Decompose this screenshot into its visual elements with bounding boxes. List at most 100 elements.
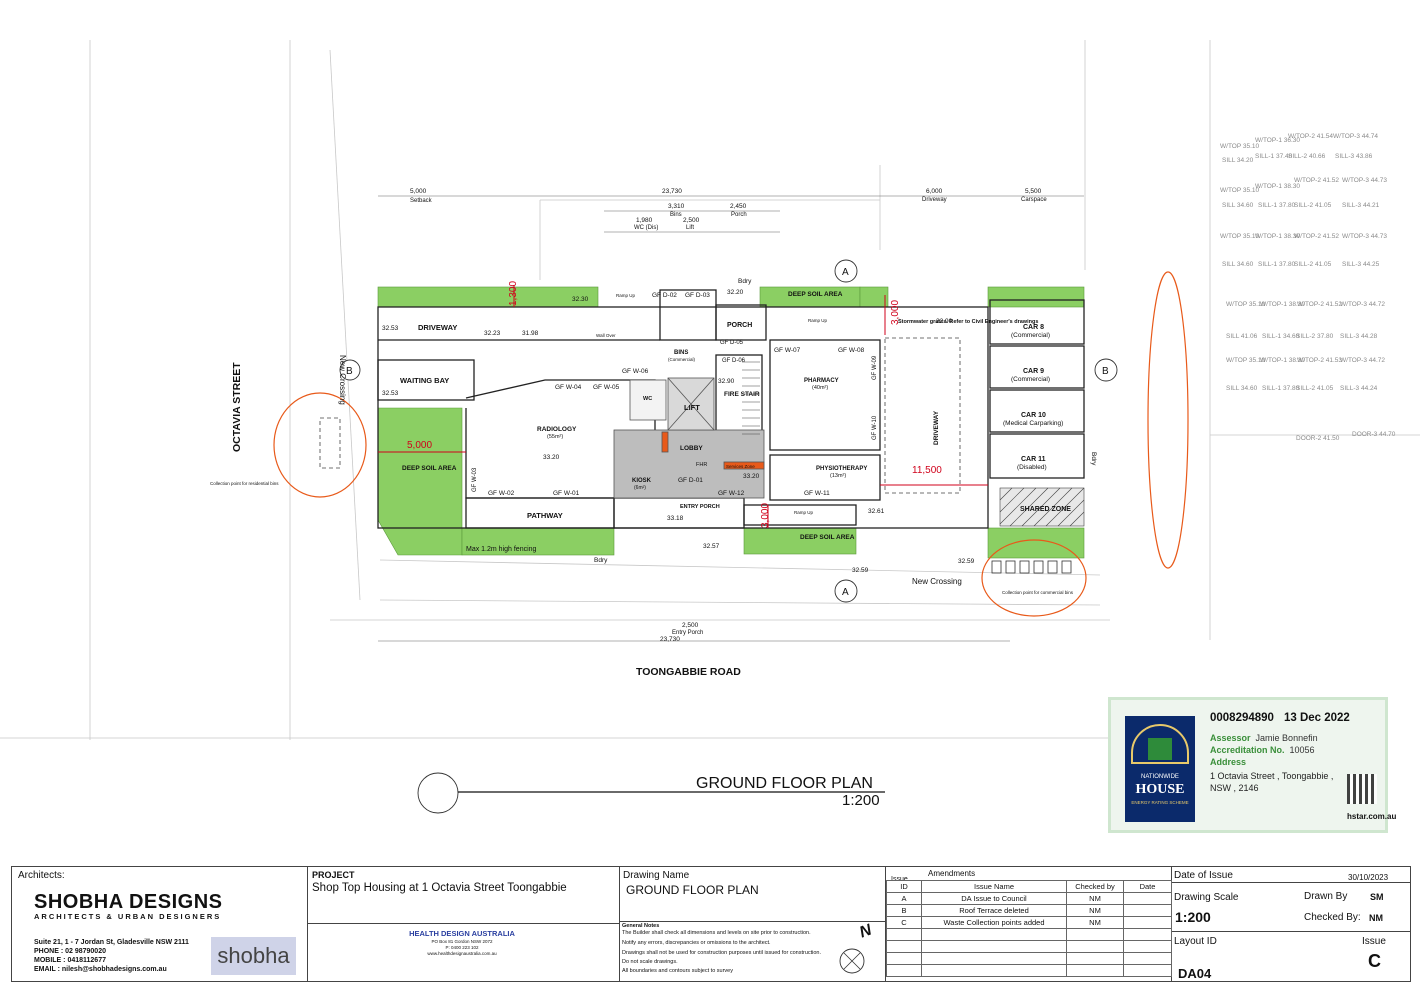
svg-text:SILL-3 44.25: SILL-3 44.25: [1342, 261, 1380, 268]
svg-text:DOOR-3 44.70: DOOR-3 44.70: [1352, 431, 1396, 438]
svg-text:SILL-1 37.80: SILL-1 37.80: [1258, 202, 1296, 209]
issue-column-label: Issue: [891, 876, 908, 883]
dim-setback: 5,000: [410, 188, 427, 195]
svg-text:SILL-2 41.05: SILL-2 41.05: [1296, 385, 1334, 392]
dim-bins: 3,310: [668, 203, 685, 210]
stamp-date: 13 Dec 2022: [1283, 712, 1350, 724]
dim-red-5000: 5,000: [407, 440, 432, 451]
svg-text:SILL-1 34.60: SILL-1 34.60: [1262, 333, 1300, 340]
dim-carspace: 5,500: [1025, 188, 1042, 195]
svg-text:SILL-3 43.86: SILL-3 43.86: [1335, 153, 1373, 160]
svg-text:SILL-2 41.05: SILL-2 41.05: [1294, 261, 1332, 268]
stamp-assessor-row: Assessor Jamie Bonnefin: [1210, 733, 1318, 743]
car-10-type: (Medical Carparking): [1003, 420, 1063, 427]
dim-entry-porch-label: Entry Porch: [672, 630, 703, 636]
amendments-label: Amendments: [928, 869, 976, 878]
firm-email: EMAIL : nilesh@shobhadesigns.com.au: [34, 966, 167, 973]
car-11: CAR 11: [1021, 456, 1046, 463]
svg-text:W/TOP-2 41.52: W/TOP-2 41.52: [1297, 301, 1342, 308]
logo-top-text: NATIONWIDE: [1141, 774, 1179, 780]
svg-text:W/TOP-3 44.72: W/TOP-3 44.72: [1340, 357, 1385, 364]
red-dimensions: [378, 285, 988, 528]
deep-soil-west: [377, 407, 463, 556]
drawing-name-cell: Drawing Name GROUND FLOOR PLAN General N…: [620, 867, 886, 981]
svg-text:W/TOP-2 41.52: W/TOP-2 41.52: [1294, 233, 1339, 240]
stamp-address-row: Address: [1210, 757, 1246, 767]
svg-text:SILL-2 40.66: SILL-2 40.66: [1288, 153, 1326, 160]
label-lift: LIFT: [684, 403, 700, 412]
window-gf-w-11: GF W-11: [804, 490, 830, 497]
firm-address: Suite 21, 1 - 7 Jordan St, Gladesville N…: [34, 939, 189, 946]
plan-title: GROUND FLOOR PLAN: [696, 775, 873, 792]
drawing-scale: 1:200: [1175, 909, 1211, 925]
dim-wc: 1,980: [636, 217, 653, 224]
label-services-zone: Services Zone: [726, 464, 755, 469]
date-of-issue-label: Date of Issue: [1174, 870, 1233, 881]
issue-info-cell: Date of Issue 30/10/2023 Drawing Scale 1…: [1172, 867, 1410, 981]
deep-soil-top-strip: [377, 286, 599, 308]
svg-text:W/TOP-3 44.73: W/TOP-3 44.73: [1342, 177, 1387, 184]
label-waiting-bay: WAITING BAY: [400, 376, 449, 385]
commercial-bins: [991, 560, 1072, 574]
note-new-crossing-east: New Crossing: [912, 577, 962, 586]
note-bdry-bottom: Bdry: [594, 557, 608, 564]
nationwide-house-logo: NATIONWIDE HOUSE ENERGY RATING SCHEME: [1125, 716, 1195, 822]
driveway-ramp: [319, 337, 961, 494]
dim-red-11500: 11,500: [912, 465, 942, 476]
drawn-by: SM: [1370, 892, 1384, 902]
amend-row: B Roof Terrace deleted NM: [886, 904, 1172, 917]
level-10: 32.90: [718, 378, 735, 385]
amendments-table: ID Issue Name Checked by Date A DA Issue…: [886, 880, 1172, 977]
svg-text:DOOR-2 41.50: DOOR-2 41.50: [1296, 435, 1340, 442]
level-8: 33.20: [543, 454, 560, 461]
svg-text:W/TOP-1 38.30: W/TOP-1 38.30: [1255, 233, 1300, 240]
accreditation-label: Accreditation No.: [1210, 745, 1285, 755]
firm-tagline: ARCHITECTS & URBAN DESIGNERS: [34, 912, 222, 921]
level-12: 32.57: [703, 543, 720, 550]
street-toongabbie: TOONGABBIE ROAD: [636, 666, 741, 678]
label-fhr: FHR: [696, 462, 707, 468]
dim-red-1300: 1,300: [508, 281, 519, 306]
checked-by-label: Checked By:: [1304, 912, 1361, 923]
svg-text:SILL 34.60: SILL 34.60: [1222, 202, 1254, 209]
label-fire-stair: FIRE STAIR: [724, 391, 760, 398]
amend-row: [886, 940, 1172, 953]
project-name: Shop Top Housing at 1 Octavia Street Too…: [312, 882, 567, 894]
label-driveway-top: DRIVEWAY: [418, 323, 457, 332]
general-note-4: Do not scale drawings.: [622, 959, 678, 965]
svg-text:SILL 34.60: SILL 34.60: [1226, 385, 1258, 392]
note-residential-bins: Collection point for residential bins: [210, 481, 279, 486]
label-bins-sub: (Commercial): [668, 357, 696, 362]
label-bins: BINS: [674, 350, 688, 356]
level-15: 32.59: [958, 558, 975, 565]
consultant-name: HEALTH DESIGN AUSTRALIA: [409, 929, 515, 938]
level-1: 32.30: [572, 296, 589, 303]
section-a-top: A: [842, 267, 849, 278]
amend-row: A DA Issue to Council NM: [886, 892, 1172, 905]
svg-text:W/TOP 35.10: W/TOP 35.10: [1226, 301, 1266, 308]
level-3: 32.53: [382, 325, 399, 332]
section-markers: [339, 259, 1118, 974]
architect-cell: Architects: SHOBHA DESIGNS ARCHITECTS & …: [12, 867, 308, 981]
general-notes-label: General Notes: [622, 923, 660, 929]
dim-bins-label: Bins: [670, 212, 682, 218]
door-gf-d-03: GF D-03: [685, 292, 710, 299]
note-ramp-up-mid: Ramp Up: [808, 318, 828, 323]
amend-row: [886, 928, 1172, 941]
window-gf-w-07: GF W-07: [774, 347, 801, 354]
survey-lines: [0, 40, 1420, 740]
svg-text:SILL-3 44.24: SILL-3 44.24: [1340, 385, 1378, 392]
section-b-left: B: [346, 366, 353, 377]
dim-porch-label: Porch: [731, 212, 747, 218]
firm-name: SHOBHA DESIGNS: [34, 891, 223, 913]
amend-header-id: ID: [886, 880, 922, 893]
svg-text:SILL 41.06: SILL 41.06: [1226, 333, 1258, 340]
svg-text:SILL 34.20: SILL 34.20: [1222, 157, 1254, 164]
level-11: 33.18: [667, 515, 684, 522]
svg-text:W/TOP-1 38.30: W/TOP-1 38.30: [1255, 183, 1300, 190]
level-13: 32.61: [868, 508, 885, 515]
stamp-accreditation-row: Accreditation No. 10056: [1210, 745, 1315, 755]
consultant-phone: P: 0400 223 102: [445, 945, 479, 950]
dim-setback-label: Setback: [410, 198, 433, 204]
